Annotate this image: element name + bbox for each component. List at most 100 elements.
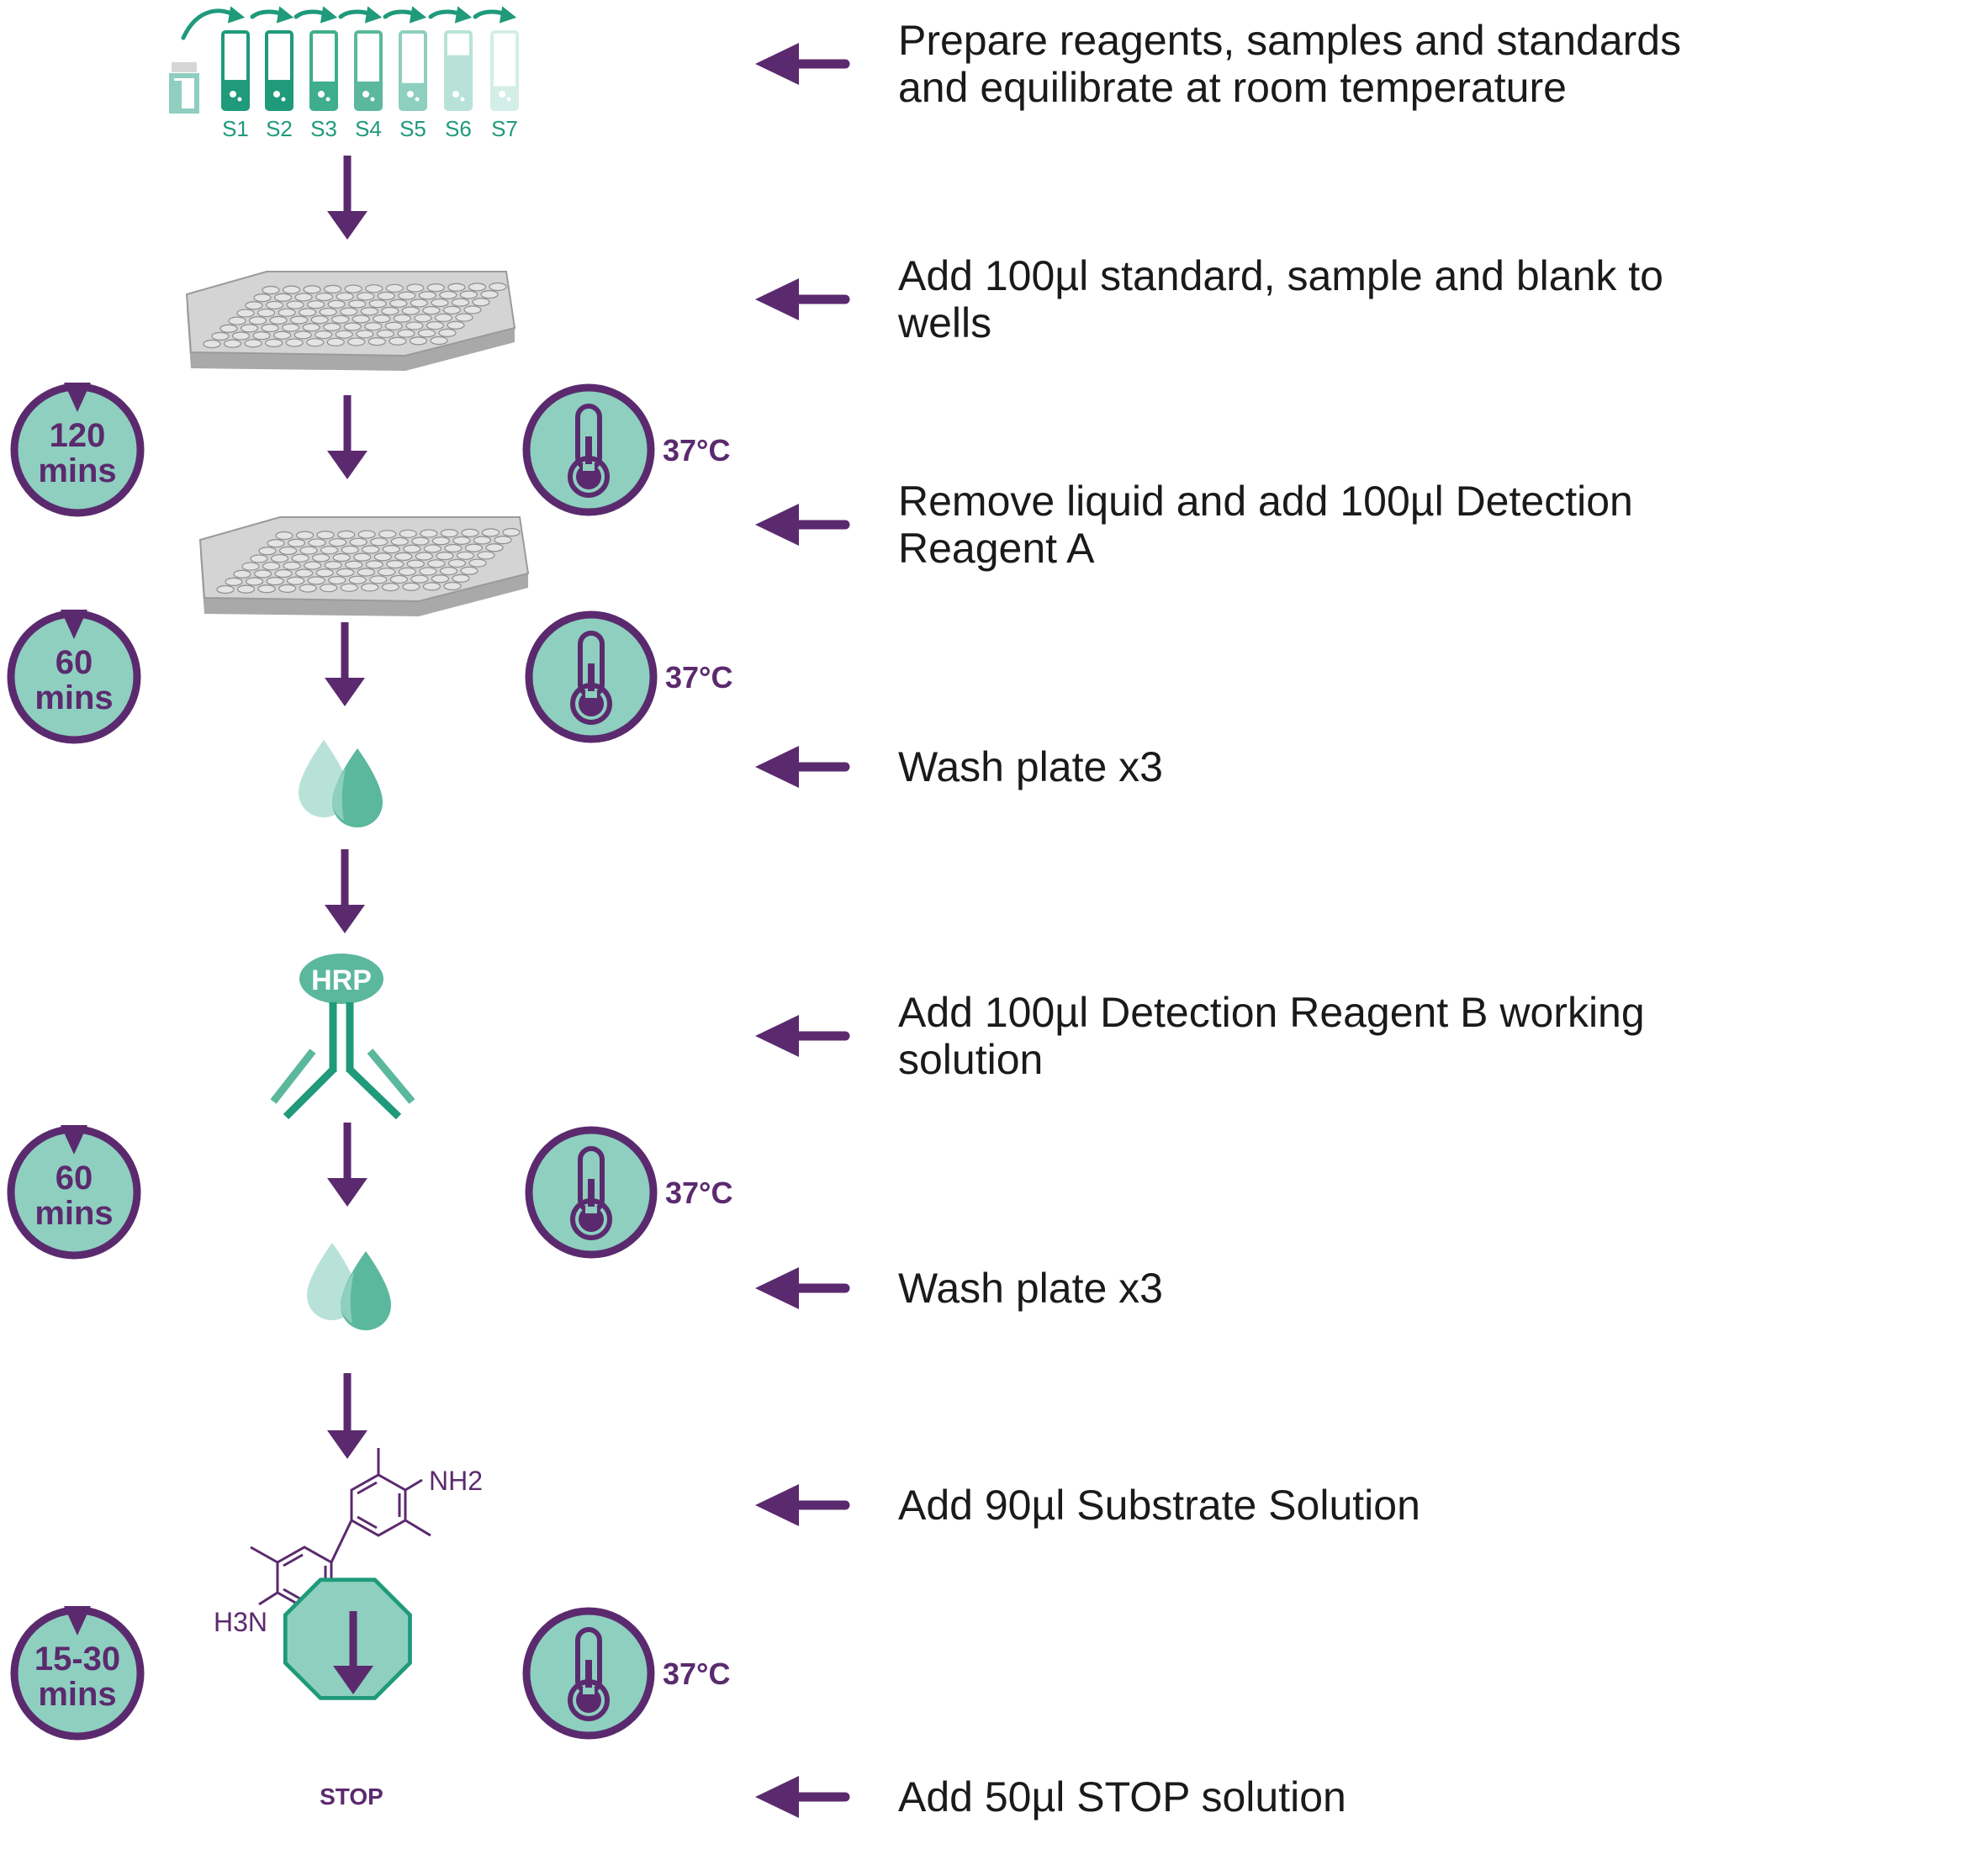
plate-well bbox=[273, 293, 293, 302]
plate-well bbox=[266, 577, 284, 586]
plate-well bbox=[306, 338, 325, 347]
plate-well bbox=[336, 292, 354, 301]
plate-well bbox=[282, 323, 300, 332]
timer-unit: mins bbox=[38, 1676, 116, 1713]
plate-well bbox=[386, 559, 404, 569]
hrp-antibody-icon: HRP bbox=[270, 954, 415, 1120]
tube-s7: S7 bbox=[490, 30, 519, 141]
plate-well bbox=[389, 299, 408, 308]
plate-well bbox=[480, 290, 499, 299]
plate-well bbox=[287, 576, 305, 585]
plate-well bbox=[262, 285, 280, 295]
plate-well bbox=[406, 283, 425, 293]
step-text-line: Remove liquid and add 100µl Detection bbox=[898, 478, 1633, 525]
plate-well bbox=[274, 568, 293, 579]
timer-value: 60 bbox=[56, 1160, 93, 1197]
flow-down-arrow bbox=[327, 1123, 367, 1207]
plate-well bbox=[336, 568, 355, 577]
flow-down-arrow bbox=[327, 1373, 367, 1459]
plate-well bbox=[468, 558, 487, 568]
plate-well bbox=[228, 316, 246, 325]
drops-icon bbox=[307, 1243, 391, 1330]
plate-well bbox=[401, 306, 420, 315]
plate-well bbox=[323, 322, 341, 331]
plate-well bbox=[452, 536, 471, 545]
plate-well bbox=[398, 291, 416, 300]
plate-well bbox=[223, 339, 242, 348]
plate-well bbox=[460, 566, 478, 575]
timer-unit: mins bbox=[34, 679, 113, 716]
plate-well bbox=[335, 330, 353, 339]
plate-well bbox=[489, 282, 507, 292]
flow-down-arrow bbox=[325, 622, 365, 706]
plate-well bbox=[390, 536, 409, 547]
plate-well bbox=[410, 574, 429, 584]
plate-well bbox=[245, 301, 263, 310]
plate-well bbox=[236, 309, 255, 318]
plate-well bbox=[414, 314, 432, 323]
plate-well bbox=[315, 568, 334, 578]
plate-well bbox=[411, 536, 430, 546]
plate-well bbox=[331, 314, 350, 324]
plate-well bbox=[278, 546, 298, 556]
plate-well bbox=[423, 544, 441, 553]
plate-well bbox=[430, 336, 448, 346]
plate-well bbox=[459, 290, 478, 299]
plate-well bbox=[357, 530, 376, 539]
plate-well bbox=[440, 528, 458, 538]
temperature-label: 37°C bbox=[663, 433, 730, 468]
plate-well bbox=[248, 316, 267, 325]
plate-well bbox=[468, 283, 487, 292]
plate-well bbox=[362, 545, 380, 554]
plate-well bbox=[431, 536, 450, 546]
plate-well bbox=[231, 331, 251, 341]
plate-well bbox=[353, 552, 372, 562]
plate-well bbox=[267, 539, 285, 548]
tube-label: S7 bbox=[491, 116, 518, 141]
plate-well bbox=[427, 559, 446, 568]
plate-well bbox=[367, 336, 386, 346]
thermometer-badge: 37°C bbox=[522, 383, 730, 516]
amine-top-label: NH2 bbox=[429, 1466, 483, 1496]
plate-well bbox=[244, 339, 262, 348]
step-8-text: Add 50µl STOP solution bbox=[898, 1773, 1907, 1820]
plate-well bbox=[265, 338, 283, 348]
plate-well bbox=[451, 298, 470, 307]
plate-well bbox=[283, 561, 301, 570]
plate-well bbox=[341, 545, 359, 554]
plate-well bbox=[294, 293, 313, 302]
plate-well bbox=[444, 543, 463, 553]
plate-well bbox=[352, 314, 370, 324]
plate-well bbox=[319, 307, 337, 317]
plate-well bbox=[299, 546, 318, 555]
step-pointer-arrow bbox=[755, 1015, 850, 1057]
step-text-line: Add 50µl STOP solution bbox=[898, 1773, 1346, 1820]
plate-well bbox=[225, 577, 243, 586]
tmb-molecule-icon: NH2 H3N bbox=[214, 1448, 483, 1638]
plate-well bbox=[477, 551, 495, 560]
step-text-line: solution bbox=[898, 1036, 1044, 1083]
plate-well bbox=[287, 538, 306, 547]
plate-well bbox=[370, 537, 389, 547]
plate-well bbox=[253, 293, 272, 303]
plate-well bbox=[447, 320, 465, 330]
plate-well bbox=[302, 323, 320, 332]
plate-well bbox=[377, 291, 395, 301]
flow-down-arrow bbox=[327, 395, 367, 479]
plate-well bbox=[373, 552, 392, 562]
plate-well bbox=[426, 283, 445, 293]
plate-well bbox=[406, 559, 425, 568]
plate-well bbox=[347, 337, 366, 346]
plate-well bbox=[399, 529, 417, 538]
plate-well bbox=[320, 546, 339, 555]
plate-well bbox=[364, 322, 383, 331]
plate-well bbox=[261, 323, 279, 333]
plate-well bbox=[315, 330, 333, 340]
flow-down-arrow bbox=[325, 849, 365, 933]
stop-sign-icon: STOP bbox=[283, 1577, 412, 1810]
temperature-label: 37°C bbox=[663, 1657, 730, 1691]
plate-well bbox=[337, 530, 356, 540]
